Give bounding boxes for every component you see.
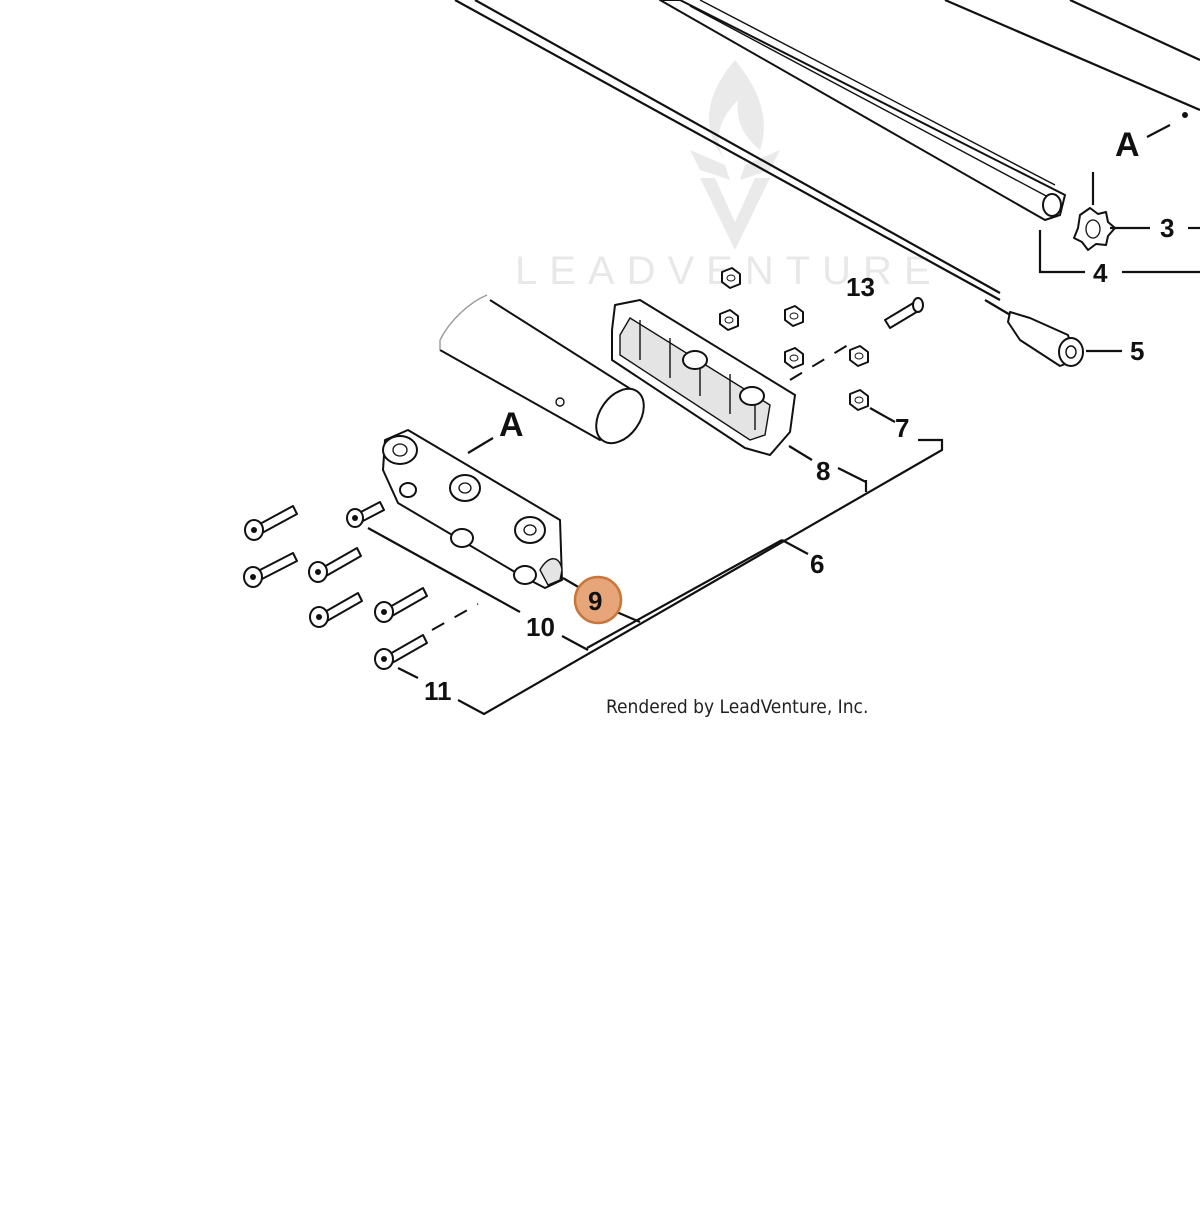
drive-shaft	[659, 0, 1066, 221]
screw	[243, 552, 298, 588]
leader-10-tail	[561, 635, 589, 651]
shaft-end	[1042, 193, 1062, 217]
clamp-upper-boss-2	[739, 386, 765, 406]
leader-11-bracket	[457, 438, 944, 716]
nuts: 7	[719, 267, 909, 443]
screw-13-head	[912, 297, 924, 313]
callout-7: 7	[895, 413, 909, 443]
nut-alignment-dash	[789, 344, 849, 381]
callout-11: 11	[424, 676, 452, 706]
leader-4-left	[1038, 230, 1085, 274]
nut-hole	[789, 354, 799, 362]
tube-end	[595, 387, 645, 445]
callout-3: 3	[1160, 213, 1174, 243]
clamp-lower-pin	[399, 482, 417, 498]
credit-text: Rendered by LeadVenture, Inc.	[606, 696, 868, 718]
callout-9-highlight[interactable]: 9	[573, 575, 623, 625]
group-brackets: 10 11 6	[367, 438, 944, 716]
leader-6-left	[586, 539, 783, 649]
nut-hole	[726, 274, 736, 282]
housing-edge	[944, 0, 1200, 112]
callout-10: 10	[526, 612, 555, 642]
screw-socket	[352, 515, 358, 521]
screw-socket	[250, 574, 256, 580]
part-13-screw: 13	[846, 272, 924, 329]
leader-8	[788, 445, 813, 461]
screw-socket	[315, 569, 321, 575]
highlight-circle[interactable]	[573, 575, 623, 625]
callout-13: 13	[846, 272, 875, 302]
nut-hole	[854, 396, 864, 404]
housing-edge-2	[1069, 0, 1200, 61]
screw	[374, 634, 428, 670]
part-8-clamp-upper: 8	[611, 299, 830, 486]
clamp-lower-boss-1-hole	[392, 443, 408, 457]
reference-a-upper-tick	[1146, 124, 1171, 138]
tube-hole	[555, 397, 565, 407]
reference-a-lower: A	[467, 406, 524, 454]
clamp-lower-boss-5	[513, 565, 537, 585]
screw-socket	[316, 614, 322, 620]
leader-7	[869, 407, 896, 423]
callout-4: 4	[1093, 258, 1108, 288]
screw-alignment-dash	[431, 603, 479, 631]
nut	[849, 389, 869, 411]
letter-a-upper: A	[1115, 126, 1140, 164]
screw	[346, 501, 385, 528]
part-5-coupling: 5	[984, 299, 1144, 367]
clamp-lower-boss-2-hole	[458, 482, 472, 494]
part-9-clamp-lower	[382, 429, 641, 624]
leader-8-tail	[837, 467, 867, 483]
drive-cable-line	[454, 0, 1001, 301]
nut	[784, 347, 804, 369]
clamp-upper-inner	[619, 317, 771, 441]
screw	[374, 587, 428, 623]
nut	[849, 345, 869, 367]
screw	[309, 592, 363, 628]
callout-6: 6	[810, 549, 824, 579]
reference-a-upper: A	[1115, 124, 1171, 164]
reference-a-lower-tick	[467, 437, 494, 454]
nut-hole	[789, 312, 799, 320]
shaft-groove-2	[689, 5, 1051, 199]
leader-11-head	[397, 667, 419, 679]
star-washer-hole	[1085, 219, 1101, 239]
screw-socket	[381, 656, 387, 662]
screw-socket	[251, 527, 257, 533]
leader-6-tick	[781, 539, 809, 555]
watermark: LEADVENTURE	[515, 60, 931, 293]
callout-5: 5	[1130, 336, 1144, 366]
drive-tube-assembly	[454, 0, 1200, 301]
shaft-groove	[699, 0, 1056, 186]
clamp-lower-boss-4	[450, 528, 474, 548]
nut-hole	[724, 316, 734, 324]
screw-socket	[381, 609, 387, 615]
leadventure-flame-logo-icon	[690, 60, 780, 250]
housing-hole	[1182, 112, 1188, 118]
screw	[308, 547, 362, 583]
clamp-lower-channel	[539, 558, 563, 586]
screw	[244, 505, 298, 541]
coupling-neck	[984, 299, 1013, 317]
tube	[439, 294, 645, 445]
leader-9-in	[562, 577, 581, 589]
nut	[721, 267, 741, 289]
drive-cable-line-2	[474, 0, 1001, 294]
letter-a-lower: A	[499, 406, 524, 444]
nut	[719, 309, 739, 331]
nut	[784, 305, 804, 327]
callout-8: 8	[816, 456, 830, 486]
part-3-washer: 3	[1073, 207, 1200, 251]
nut-hole	[854, 352, 864, 360]
callout-9[interactable]: 9	[588, 586, 602, 616]
clamp-lower-boss-3-hole	[523, 524, 537, 536]
part-4-bracket: 4	[1038, 172, 1200, 288]
tube-cut-edge	[439, 294, 488, 341]
coupling-socket	[1065, 345, 1077, 359]
clamp-upper-boss-1	[682, 350, 708, 370]
screws	[243, 501, 479, 670]
leader-10	[367, 527, 521, 613]
